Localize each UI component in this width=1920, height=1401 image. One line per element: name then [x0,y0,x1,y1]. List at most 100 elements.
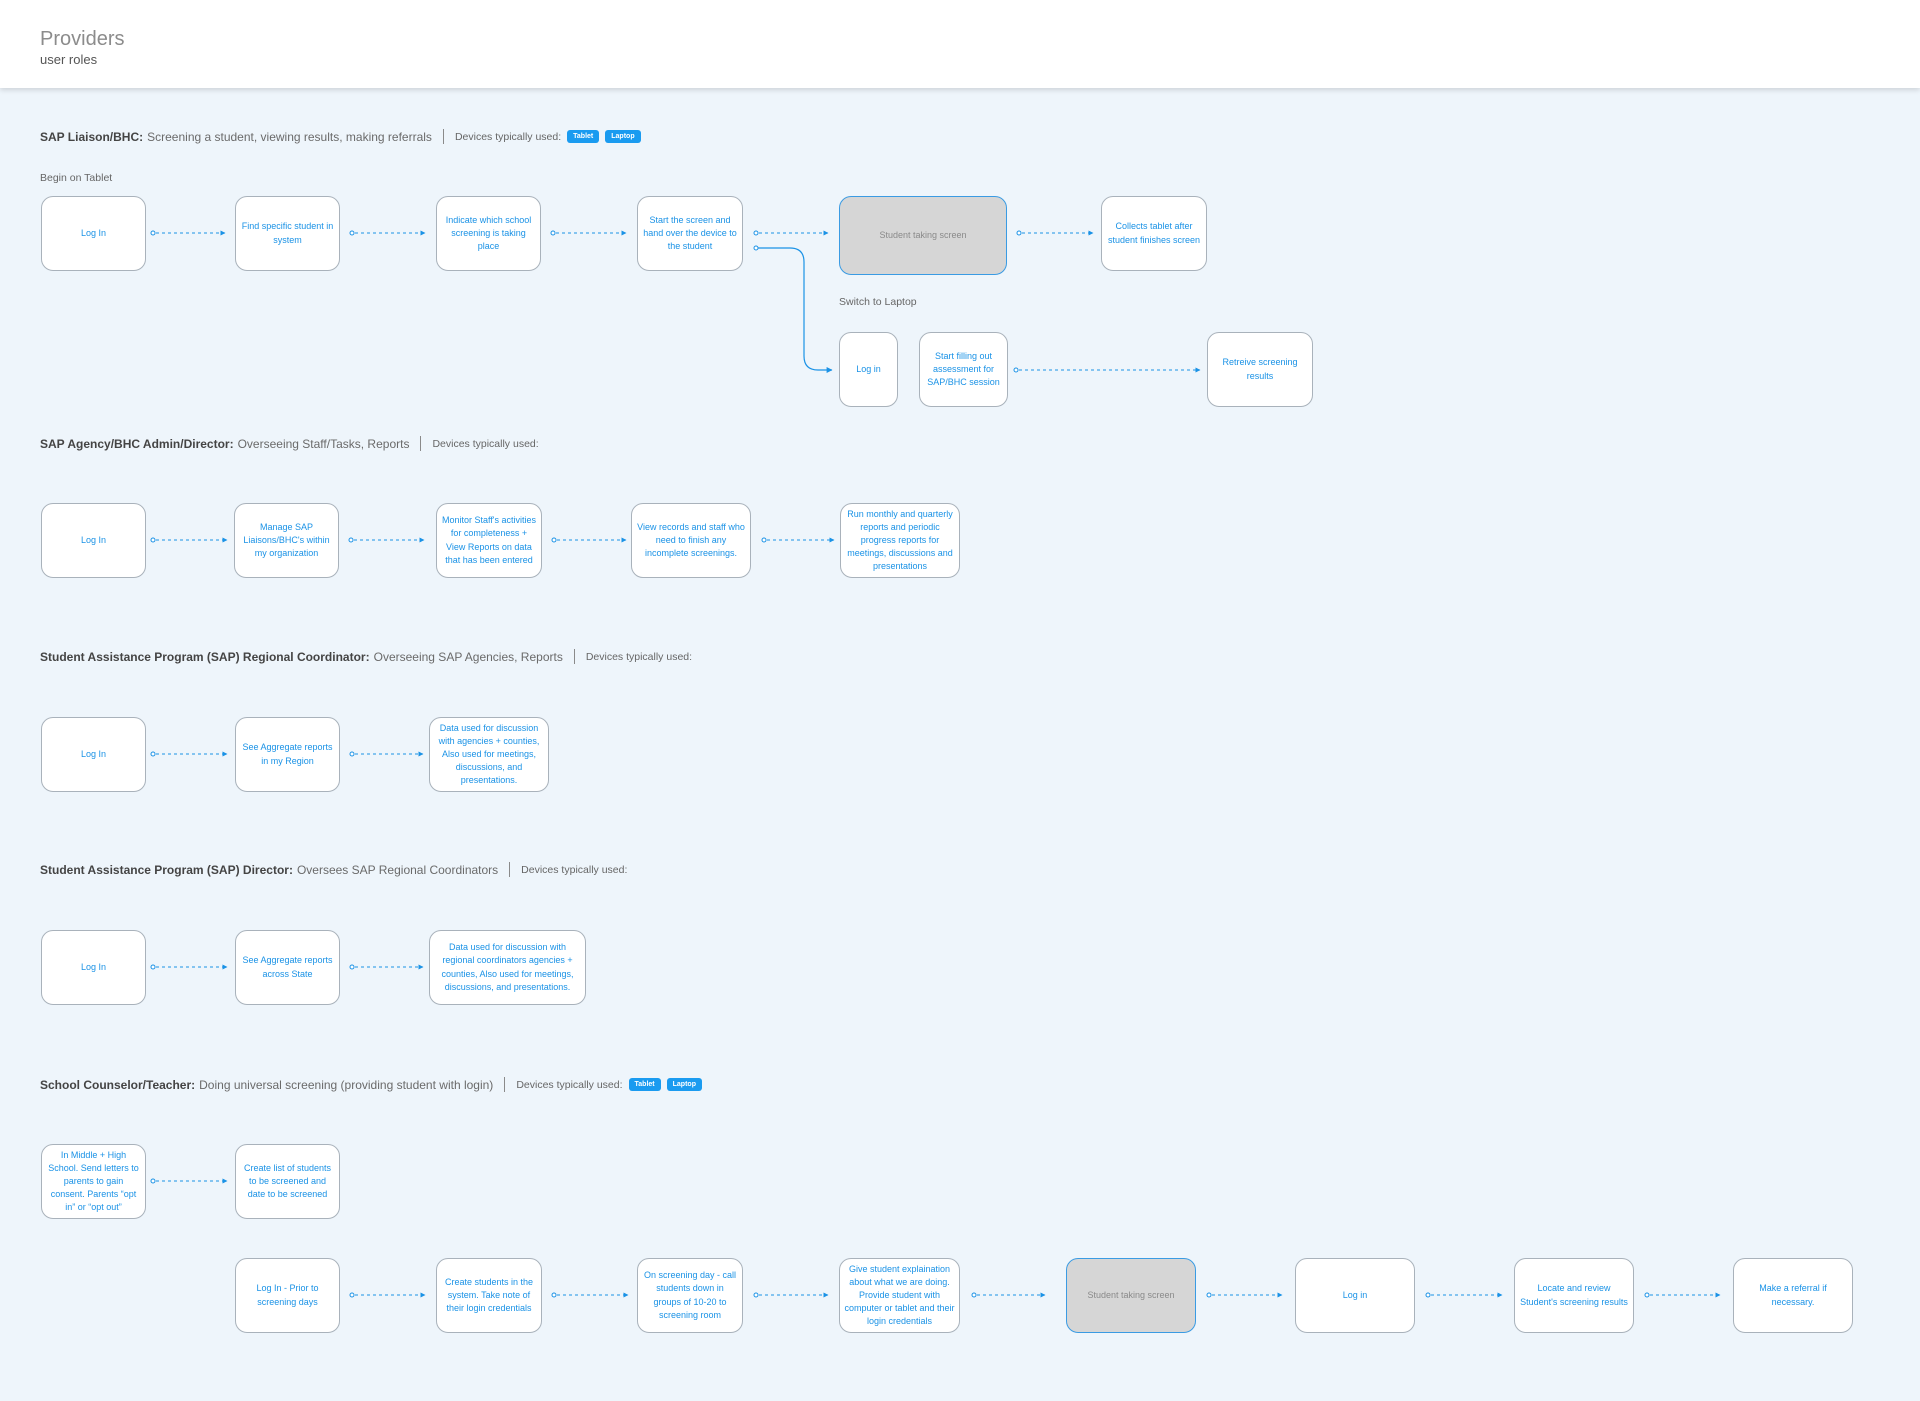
step-indicate-school: Indicate which school screening is takin… [436,196,541,271]
connector-start-dot [349,751,355,757]
step-label: Log In - Prior to screening days [256,1283,319,1307]
step-label: Log In [80,961,107,972]
step-label: Log In [80,748,107,759]
connector-start-dot [150,230,156,236]
step-see-aggregate-state: See Aggregate reports across State [235,930,340,1005]
role-description: Screening a student, viewing results, ma… [147,129,432,144]
role-name: Student Assistance Program (SAP) Regiona… [40,649,370,664]
step-label: Log in [1342,1289,1368,1300]
devices-label: Devices typically used: [585,650,693,663]
step-label: Log In [80,534,107,545]
device-badge-laptop: Laptop [666,1078,702,1091]
step-label: Log in [856,363,881,374]
devices-label: Devices typically used: [454,130,562,143]
step-label: Log In [80,227,107,238]
step-create-list: Create list of students to be screened a… [235,1144,340,1219]
connector-start-dot [1016,230,1022,236]
step-give-explanation: Give student explaination about what we … [839,1258,960,1333]
role-name: SAP Agency/BHC Admin/Director: [40,436,234,451]
step-log-in: Log In [41,930,146,1005]
page-title: Providers [40,28,125,50]
step-student-taking-screen: Student taking screen [1066,1258,1196,1333]
step-start-screen: Start the screen and hand over the devic… [637,196,743,271]
step-create-students: Create students in the system. Take note… [436,1258,542,1333]
section-2-heading: SAP Agency/BHC Admin/Director: Overseein… [40,436,539,451]
step-label: See Aggregate reports across State [242,955,333,979]
step-manage-liaisons: Manage SAP Liaisons/BHC's within my orga… [234,503,339,578]
step-laptop-log-in: Log in [839,332,898,407]
connector-start-dot [971,1292,977,1298]
page-subtitle: user roles [40,52,98,67]
heading-divider [420,436,422,451]
step-find-student: Find specific student in system [235,196,340,271]
step-label: Find specific student in system [241,221,334,245]
step-label: On screening day - call students down in… [643,1270,737,1320]
branch-arrow [758,247,833,373]
devices-label: Devices typically used: [516,1078,623,1091]
role-name: SAP Liaison/BHC: [40,129,144,144]
step-label: Start filling out assessment for SAP/BHC… [927,350,1000,388]
connector-start-dot [753,1292,759,1298]
connector-start-dot [348,537,354,543]
connector-start-dot [551,1292,557,1298]
section-4-heading: Student Assistance Program (SAP) Directo… [40,862,627,877]
connector-start-dot [349,230,355,236]
step-label: Make a referral if necessary. [1759,1283,1827,1307]
connector-start-dot [753,245,759,251]
role-description: Oversees SAP Regional Coordinators [296,862,499,877]
step-label: Data used for discussion with agencies +… [438,722,540,786]
device-badge-tablet: Tablet [628,1078,661,1091]
step-data-used-discussion: Data used for discussion with regional c… [429,930,586,1005]
heading-divider [442,129,444,144]
step-log-in: Log In [41,503,146,578]
begin-on-tablet-note: Begin on Tablet [40,172,113,184]
step-label: Create students in the system. Take note… [444,1276,534,1314]
connector-start-dot [550,230,556,236]
heading-divider [573,649,575,664]
step-log-in: Log In [41,196,146,271]
connector-start-dot [150,964,156,970]
step-label: Locate and review Student's screening re… [1520,1283,1628,1307]
step-locate-results: Locate and review Student's screening re… [1514,1258,1634,1333]
connector-start-dot [150,1178,156,1184]
connector-start-dot [1013,367,1019,373]
step-run-reports: Run monthly and quarterly reports and pe… [840,503,960,578]
connector-start-dot [349,964,355,970]
connector-start-dot [150,751,156,757]
role-description: Overseeing SAP Agencies, Reports [373,649,563,664]
step-label: Retreive screening results [1222,357,1298,381]
step-monitor-staff: Monitor Staff's activities for completen… [436,503,542,578]
page-header: Providers user roles [0,0,1920,88]
step-retrieve-results: Retreive screening results [1207,332,1313,407]
step-start-assessment: Start filling out assessment for SAP/BHC… [919,332,1008,407]
step-label: View records and staff who need to finis… [637,521,745,559]
device-badge-tablet: Tablet [567,130,600,143]
step-label: Run monthly and quarterly reports and pe… [847,508,953,572]
connector-start-dot [761,537,767,543]
step-label: Student taking screen [1087,1289,1175,1300]
connector-start-dot [349,1292,355,1298]
section-3-heading: Student Assistance Program (SAP) Regiona… [40,649,692,664]
step-label: See Aggregate reports in my Region [242,742,333,766]
step-label: Give student explaination about what we … [844,1263,955,1327]
step-data-used-discussion: Data used for discussion with agencies +… [429,717,549,792]
step-label: In Middle + High School. Send letters to… [48,1149,139,1213]
step-label: Indicate which school screening is takin… [445,214,532,252]
step-label: Collects tablet after student finishes s… [1107,221,1201,245]
switch-to-laptop-note: Switch to Laptop [839,296,917,308]
step-log-in: Log in [1295,1258,1415,1333]
step-student-taking-screen: Student taking screen [839,196,1007,275]
device-badge-laptop: Laptop [605,130,641,143]
role-description: Overseeing Staff/Tasks, Reports [237,436,410,451]
step-label: Start the screen and hand over the devic… [643,214,737,252]
role-description: Doing universal screening (providing stu… [199,1077,494,1092]
connector-start-dot [150,537,156,543]
connector-start-dot [1644,1292,1650,1298]
step-label: Student taking screen [879,229,967,240]
connector-start-dot [1425,1292,1431,1298]
role-name: School Counselor/Teacher: [40,1077,196,1092]
connector-start-dot [753,230,759,236]
step-send-letters: In Middle + High School. Send letters to… [41,1144,146,1219]
heading-divider [504,1077,506,1092]
